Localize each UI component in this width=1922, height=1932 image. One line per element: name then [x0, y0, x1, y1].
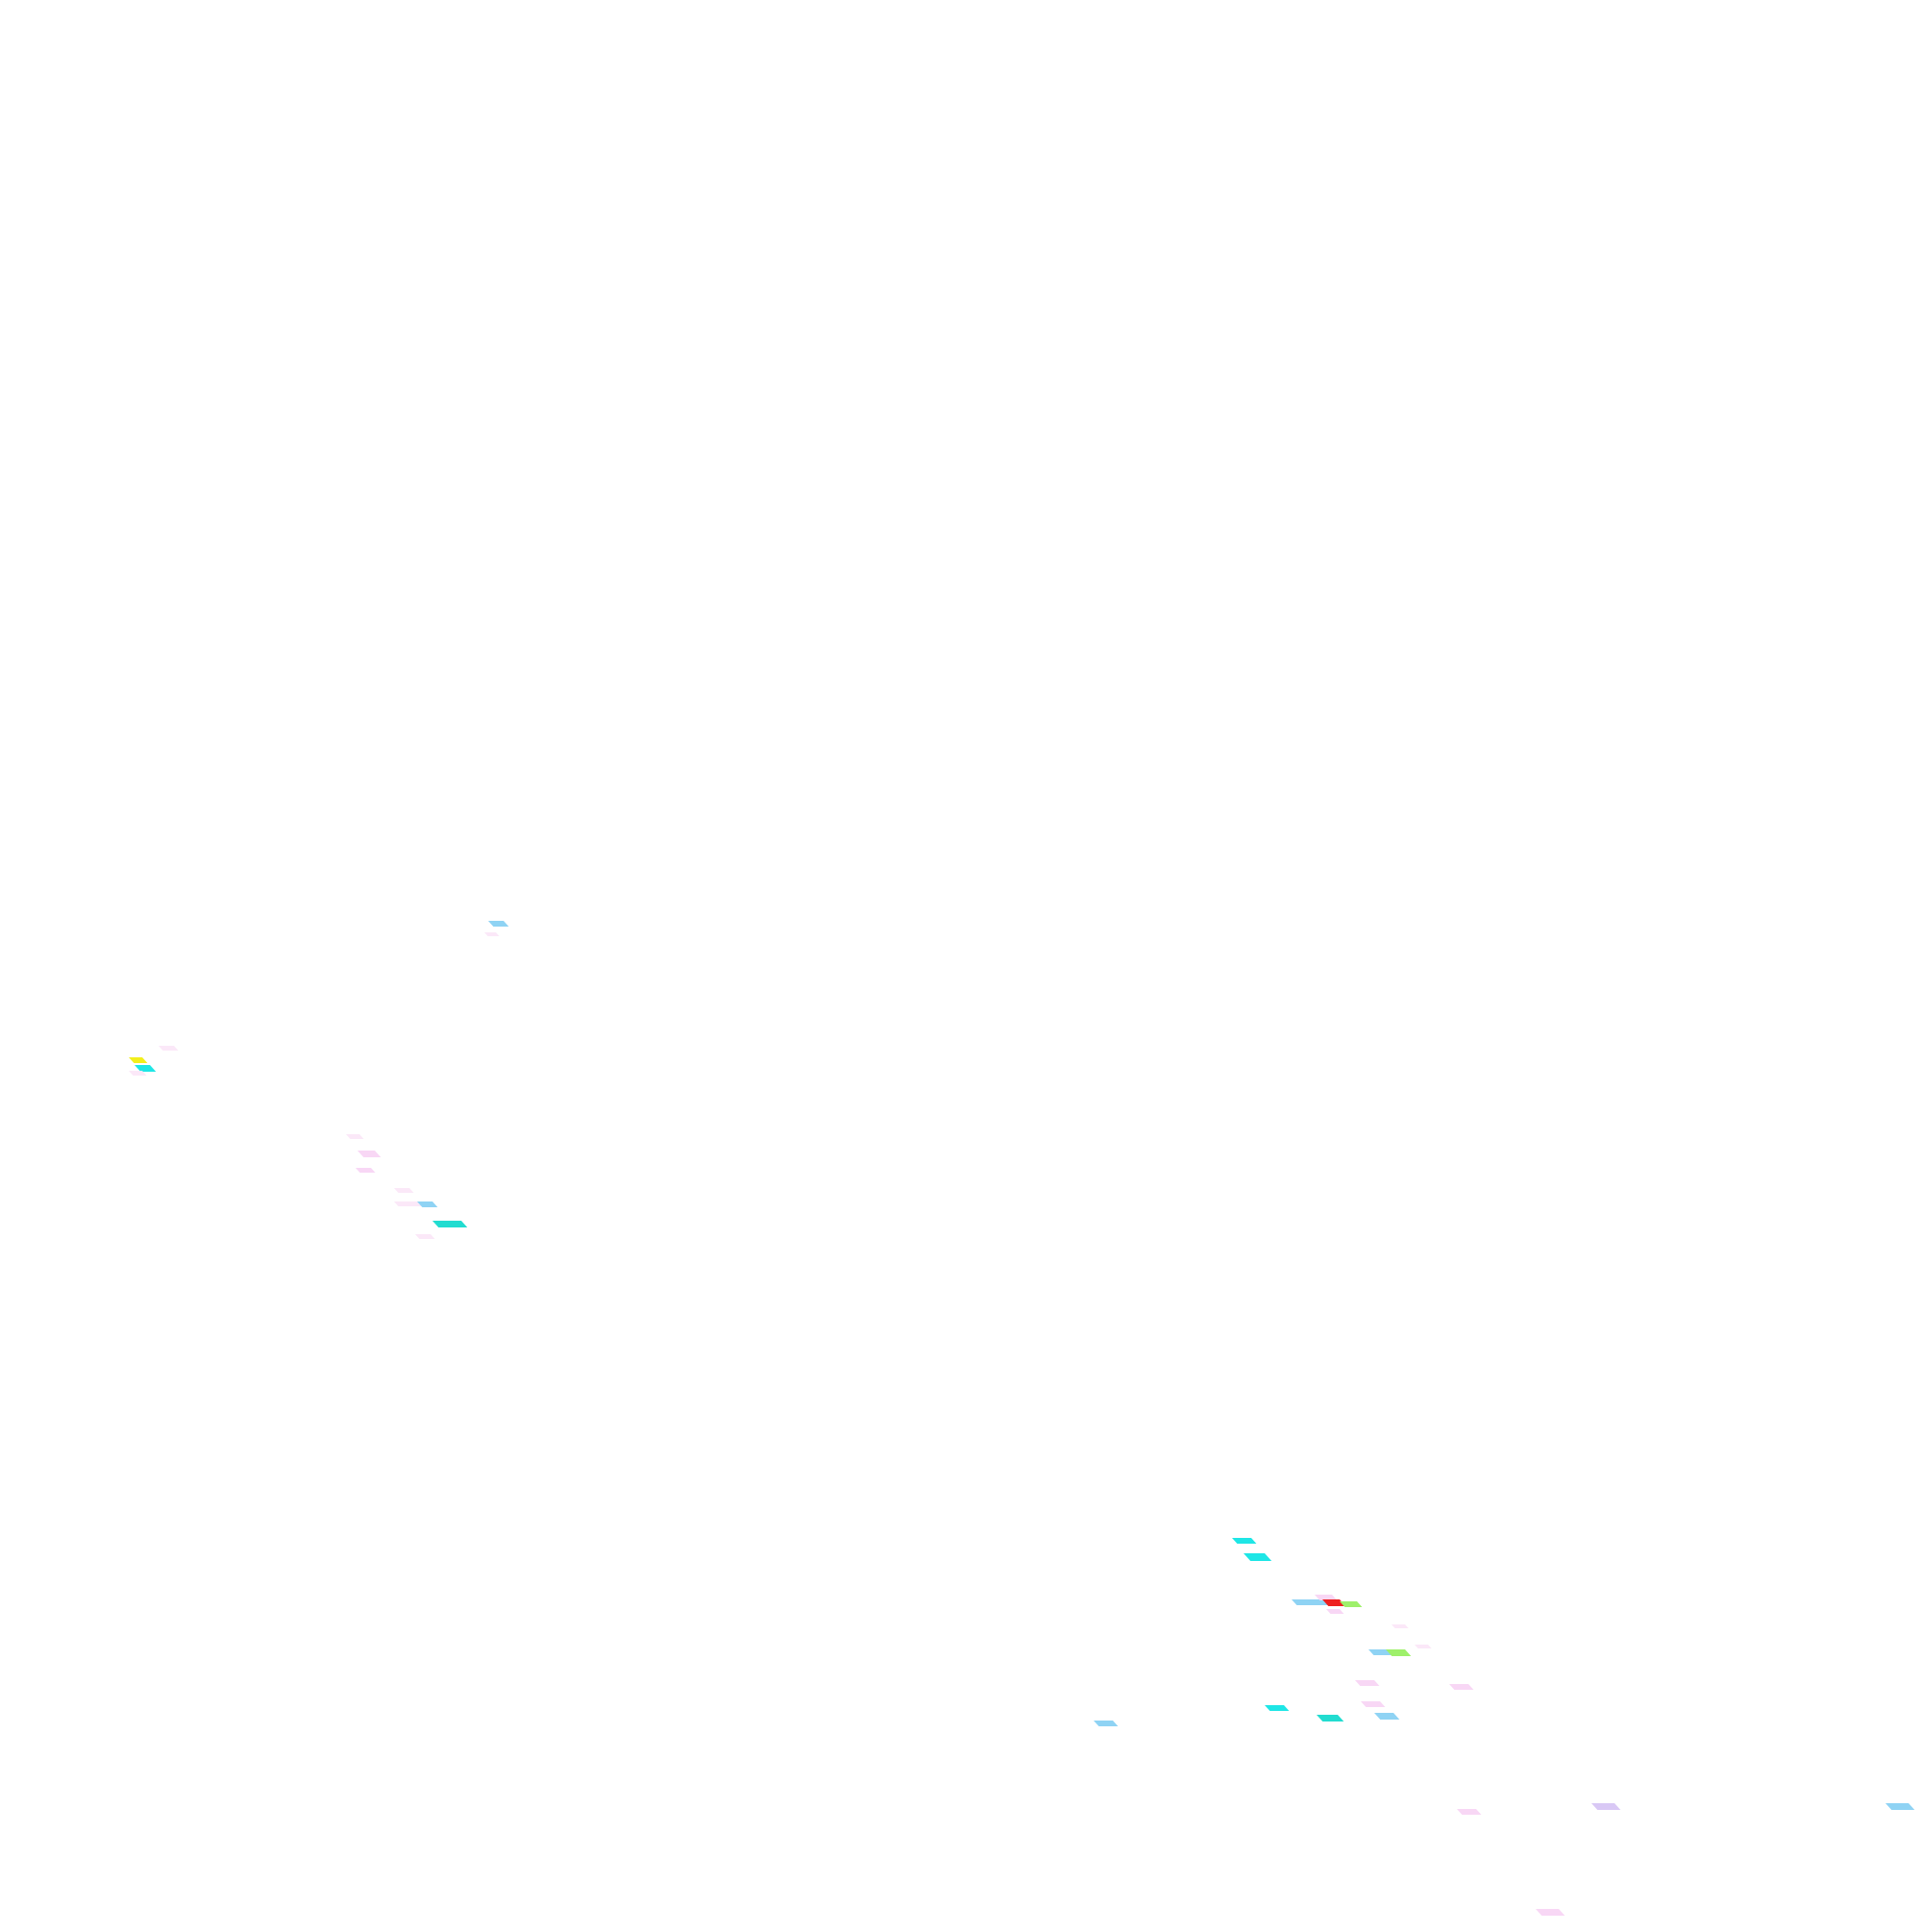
- color-mark: [1232, 1538, 1257, 1544]
- color-mark: [1094, 1721, 1119, 1726]
- color-mark: [1449, 1684, 1474, 1690]
- color-mark: [432, 1221, 468, 1227]
- color-mark: [1591, 1803, 1621, 1810]
- color-mark: [1457, 1809, 1482, 1815]
- color-mark: [1361, 1701, 1386, 1707]
- color-mark: [1292, 1599, 1330, 1605]
- color-mark: [159, 1046, 179, 1051]
- color-mark: [1536, 1909, 1565, 1916]
- color-mark: [394, 1188, 414, 1193]
- color-mark: [346, 1134, 364, 1139]
- color-mark: [394, 1201, 422, 1206]
- color-mark: [129, 1057, 148, 1063]
- color-mark: [1415, 1645, 1432, 1648]
- color-mark: [1265, 1705, 1290, 1711]
- color-mark: [1244, 1553, 1272, 1561]
- color-mark: [1355, 1680, 1380, 1686]
- color-mark: [356, 1168, 376, 1173]
- color-mark: [1315, 1595, 1338, 1600]
- color-mark: [484, 932, 500, 936]
- color-mark: [1392, 1624, 1409, 1628]
- color-mark: [129, 1071, 147, 1076]
- color-mark: [1885, 1803, 1915, 1810]
- color-mark: [417, 1201, 438, 1207]
- color-mark: [1317, 1715, 1344, 1721]
- color-mark: [1386, 1649, 1412, 1656]
- color-mark: [357, 1151, 382, 1157]
- color-mark: [1326, 1609, 1344, 1614]
- color-mark: [1322, 1599, 1346, 1606]
- color-mark: [135, 1065, 157, 1072]
- color-mark: [415, 1234, 435, 1239]
- color-mark: [1340, 1601, 1363, 1607]
- color-mark: [488, 921, 509, 927]
- color-mark: [1374, 1713, 1400, 1720]
